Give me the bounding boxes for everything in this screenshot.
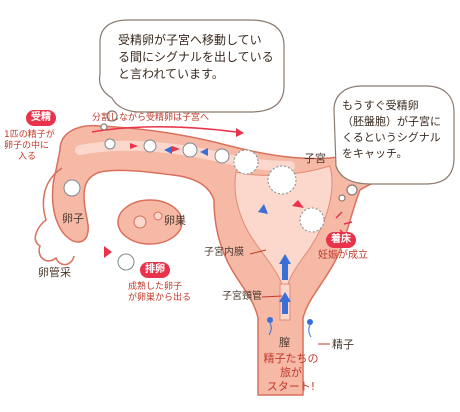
dividing-cell (182, 142, 198, 158)
bubble-left-line: る間にシグナルを出している (118, 50, 274, 64)
bubble-right-line: （胚盤胞）が子宮に (342, 115, 441, 128)
blastocyst (267, 165, 297, 195)
ovulation-note: 成熟した卵子 が卵巣から出る (128, 282, 191, 304)
dividing-path-arrow (91, 125, 237, 133)
blastocyst (299, 207, 325, 233)
sperm-head (307, 319, 313, 325)
implantation-tag: 着床 (326, 232, 356, 248)
blue-arrow-shaft (282, 262, 288, 280)
blue-arrow (258, 204, 268, 214)
ovary (117, 199, 183, 245)
morula (233, 149, 259, 175)
sperm-head (267, 317, 273, 323)
red-arrow (172, 146, 180, 152)
sperm-tail (308, 324, 312, 338)
fimbria (34, 167, 75, 266)
sparkle-line (335, 211, 343, 219)
leader-line (261, 295, 283, 298)
fimbria-label: 卵管采 (38, 266, 71, 279)
dividing-path-arrowhead (236, 128, 244, 137)
bubble-right-line: くるというシグナル (342, 131, 441, 144)
fertilization-note-line: 1匹の精子が (4, 130, 55, 140)
bubble-right-line: をキャッチ。 (342, 147, 408, 160)
red-arrow (130, 143, 138, 149)
ovulation-tag: 排卵 (140, 262, 170, 278)
sperm-tail (268, 322, 272, 336)
sperm-label: 精子 (332, 338, 354, 351)
dividing-note: 分割しながら受精卵は子宮へ (92, 113, 210, 123)
bubble-tail-dot (346, 184, 358, 196)
blue-arrow (164, 146, 172, 154)
speech-bubble-left (98, 19, 285, 113)
bubble-left-text: 受精卵が子宮へ移動してい る間にシグナルを出している と言われています。 (118, 32, 274, 83)
sparkle-line (343, 221, 353, 225)
pregnancy-note: 妊娠が成立 (318, 250, 368, 261)
dividing-cell (214, 148, 230, 164)
vagina-label: 膣 (279, 336, 290, 349)
journey-note: 精子たちの 旅が スタート! (260, 352, 322, 394)
blue-arrowhead (279, 292, 291, 302)
fertilization-note-line: 入る (18, 152, 37, 162)
red-arrow (292, 200, 304, 208)
journey-line: スタート! (266, 380, 316, 393)
ovulation-note-line: 成熟した卵子 (128, 282, 183, 292)
blue-arrowhead (279, 254, 291, 264)
fertilization-note-line: 卵子の中に (4, 141, 50, 151)
leader-line (249, 249, 267, 255)
bubble-right-text: もうすぐ受精卵 （胚盤胞）が子宮に くるというシグナル をキャッチ。 (342, 98, 441, 162)
bubble-tail-dot (338, 194, 346, 202)
endometrium-label: 子宮内膜 (204, 247, 244, 258)
egg-label: 卵子 (62, 212, 84, 225)
blue-arrow-shaft (282, 300, 288, 314)
bubble-left-line: と言われています。 (118, 67, 224, 81)
dividing-cell (104, 138, 116, 150)
red-arrow (104, 246, 112, 258)
released-egg (117, 253, 135, 271)
speech-bubble-right (333, 85, 455, 185)
bubble-right-line: もうすぐ受精卵 (342, 99, 419, 112)
ovary-follicle (153, 211, 163, 221)
fertilization-note: 1匹の精子が 卵子の中に 入る (4, 130, 55, 163)
uterus-label: 子宮 (304, 152, 326, 165)
bubble-tail-dot (106, 110, 118, 122)
journey-line: 旅が (280, 366, 302, 379)
journey-line: 精子たちの (263, 352, 319, 365)
uterine-cavity (234, 165, 333, 285)
ovulation-note-line: が卵巣から出る (128, 293, 192, 303)
blue-arrow (200, 148, 208, 156)
ovary-label: 卵巣 (164, 214, 186, 227)
ovary-follicle (133, 215, 147, 229)
fertilization-tag: 受精 (26, 110, 56, 126)
bubble-tail-dot (100, 123, 108, 131)
bubble-left-line: 受精卵が子宮へ移動してい (118, 33, 262, 47)
dividing-cell (143, 139, 157, 153)
cervix-label: 子宮頸管 (222, 291, 262, 302)
egg-in-tube (63, 179, 81, 197)
